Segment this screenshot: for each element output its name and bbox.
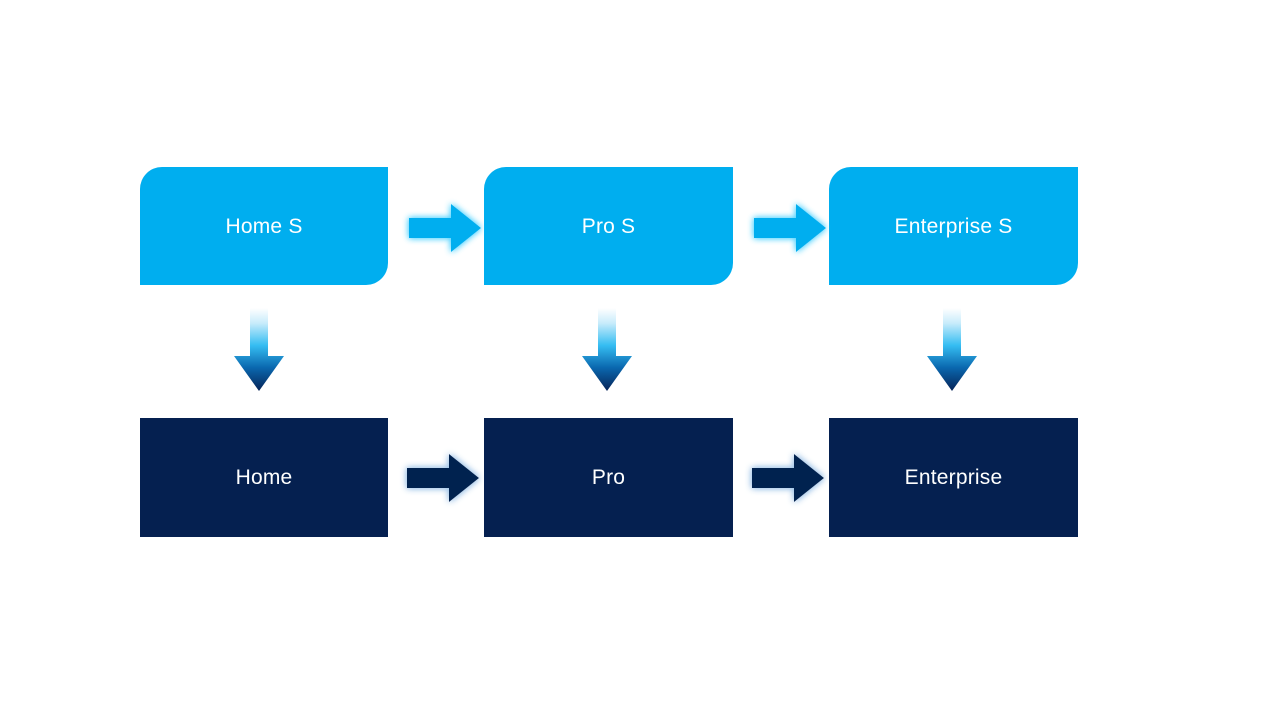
arrow-enterprise-s-to-enterprise — [923, 306, 981, 394]
node-label: Home — [235, 466, 293, 489]
down-arrow-icon — [234, 308, 284, 391]
node-enterprise[interactable]: Enterprise — [829, 418, 1078, 537]
node-pro-s[interactable]: Pro S — [484, 167, 733, 285]
node-label: Pro — [591, 466, 626, 489]
node-label: Pro S — [581, 214, 636, 238]
arrow-pro-s-to-pro — [578, 306, 636, 394]
arrow-home-to-pro — [403, 450, 483, 506]
down-arrow-icon — [582, 308, 632, 391]
right-arrow-icon — [754, 204, 826, 252]
arrow-pro-to-enterprise — [748, 450, 828, 506]
right-arrow-icon — [409, 204, 481, 252]
right-arrow-icon — [407, 454, 479, 502]
arrow-home-s-to-home — [230, 306, 288, 394]
node-label: Home S — [225, 214, 303, 238]
arrow-home-s-to-pro-s — [405, 200, 485, 256]
right-arrow-icon — [752, 454, 824, 502]
node-pro[interactable]: Pro — [484, 418, 733, 537]
arrow-pro-s-to-enterprise-s — [750, 200, 830, 256]
node-home[interactable]: Home — [140, 418, 388, 537]
node-enterprise-s[interactable]: Enterprise S — [829, 167, 1078, 285]
down-arrow-icon — [927, 308, 977, 391]
node-label: Enterprise — [904, 466, 1003, 489]
node-home-s[interactable]: Home S — [140, 167, 388, 285]
node-label: Enterprise S — [894, 214, 1013, 238]
